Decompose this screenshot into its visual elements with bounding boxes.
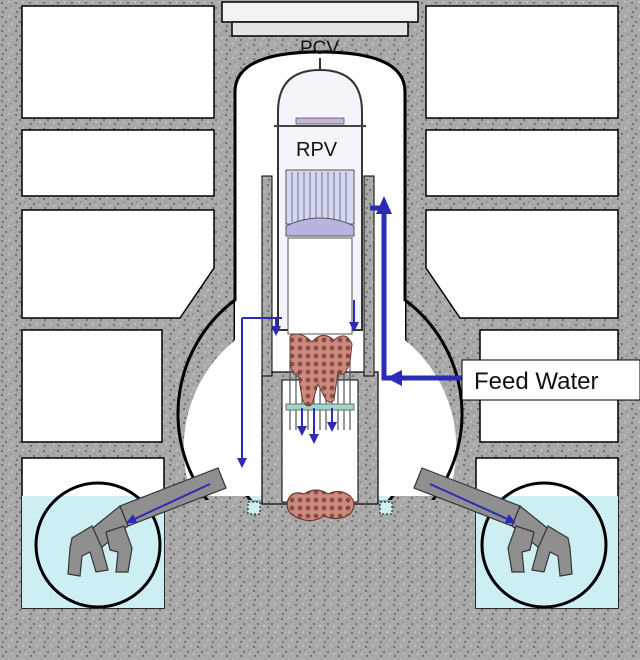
left-torus	[34, 481, 162, 609]
left-vent-pipe	[67, 467, 227, 577]
corium-debris-icon	[289, 333, 353, 407]
feed-water-label-box	[461, 359, 640, 401]
flow-arrows	[126, 300, 516, 524]
crd-plate	[285, 403, 355, 411]
left-room-3	[21, 209, 215, 319]
sump-right	[379, 501, 393, 515]
pcv-cap-top	[221, 1, 419, 23]
right-vent-pipe	[413, 467, 573, 577]
right-room-3	[425, 209, 619, 319]
shield-wall-right	[363, 175, 375, 377]
left-room-2	[21, 129, 215, 197]
shield-wall-left	[261, 175, 273, 377]
left-room-4	[21, 329, 163, 443]
separator-tubes	[291, 172, 347, 222]
core-shroud	[287, 237, 353, 335]
steam-separator	[285, 169, 355, 225]
drywell-floor	[196, 500, 444, 573]
rpv-label: RPV	[296, 139, 338, 161]
corium-floor-debris-icon	[286, 489, 355, 522]
drywell-outline	[176, 50, 464, 558]
core-shroud-head	[285, 217, 355, 237]
sump-left	[247, 501, 261, 515]
feed-water-line	[370, 196, 462, 386]
left-room-1	[21, 5, 215, 119]
right-torus	[480, 481, 608, 609]
pcv-label: PCV	[300, 38, 339, 59]
feed-water-label: Feed Water	[474, 368, 599, 395]
arrow-icon	[126, 483, 211, 524]
right-room-2	[425, 129, 619, 197]
right-room-1	[425, 5, 619, 119]
arrow-icon	[429, 483, 516, 524]
pcv-cap-mid	[231, 21, 409, 37]
rpv-head-plate	[295, 117, 345, 125]
